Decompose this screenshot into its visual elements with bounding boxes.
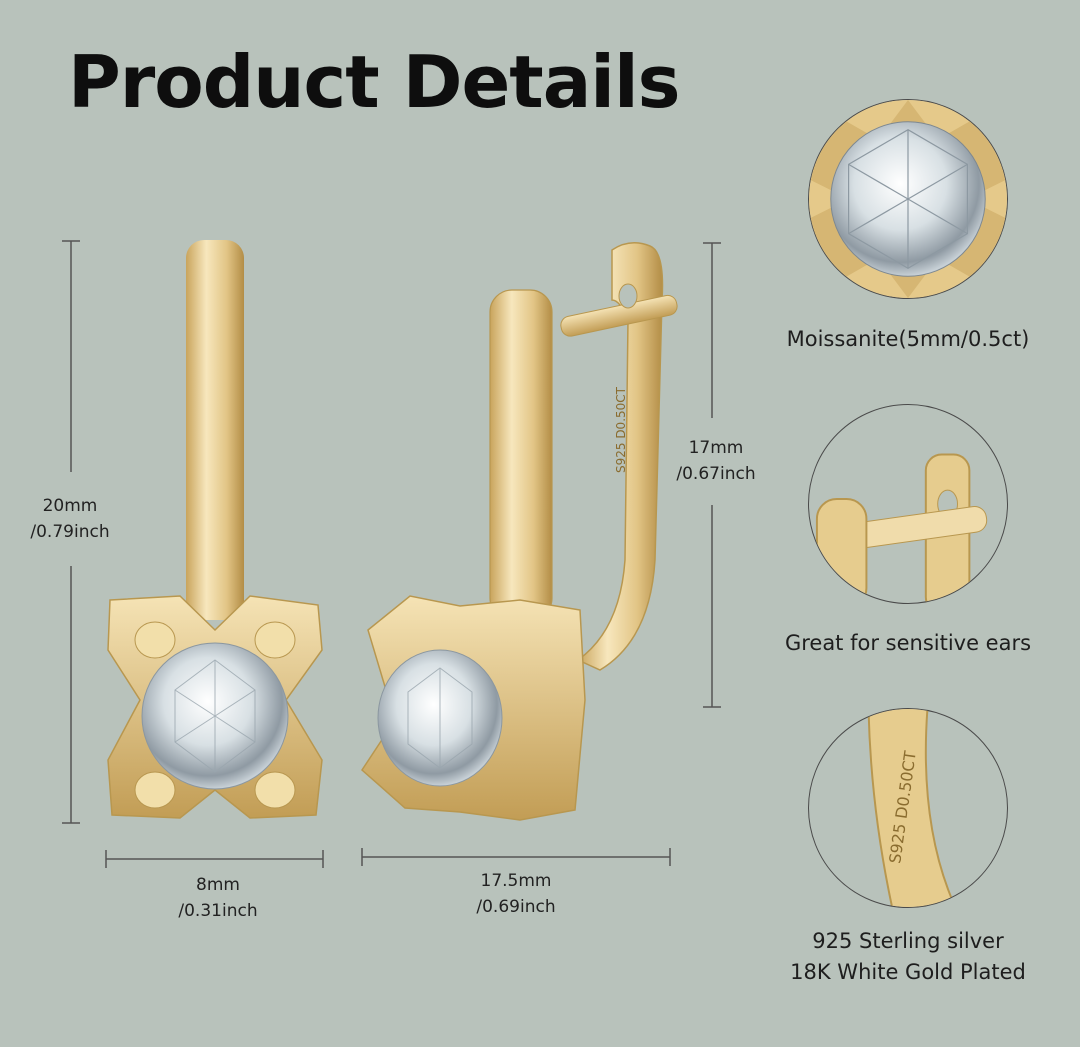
height-left-inch: /0.79inch: [30, 522, 110, 542]
stone-closeup-icon: [808, 99, 1008, 299]
side-earring-stamp: S925 D0.50CT: [614, 386, 628, 473]
height-right-inch: /0.67inch: [676, 464, 756, 484]
page-title: Product Details: [68, 40, 681, 124]
width-left-mm: 8mm: [196, 875, 240, 895]
width-left-label: 8mm /0.31inch: [158, 872, 278, 924]
width-right-mm: 17.5mm: [480, 871, 552, 891]
clasp-closeup-icon: [808, 404, 1008, 604]
feature-label-material: 925 Sterling silver 18K White Gold Plate…: [748, 926, 1068, 988]
material-line-2: 18K White Gold Plated: [790, 960, 1026, 984]
height-right-mm: 17mm: [688, 438, 744, 458]
height-left-label: 20mm /0.79inch: [10, 493, 130, 545]
width-right-label: 17.5mm /0.69inch: [456, 868, 576, 920]
side-earring: S925 D0.50CT: [361, 242, 678, 821]
feature-label-moissanite: Moissanite(5mm/0.5ct): [786, 327, 1030, 351]
height-left-mm: 20mm: [42, 496, 98, 516]
front-earring: [107, 240, 323, 819]
material-line-1: 925 Sterling silver: [812, 929, 1004, 953]
feature-label-sensitive-ears: Great for sensitive ears: [784, 631, 1032, 655]
width-left-inch: /0.31inch: [178, 901, 258, 921]
width-right-inch: /0.69inch: [476, 897, 556, 917]
height-right-label: 17mm /0.67inch: [656, 435, 776, 487]
stamp-closeup-icon: S925 D0.50CT: [808, 708, 1008, 908]
